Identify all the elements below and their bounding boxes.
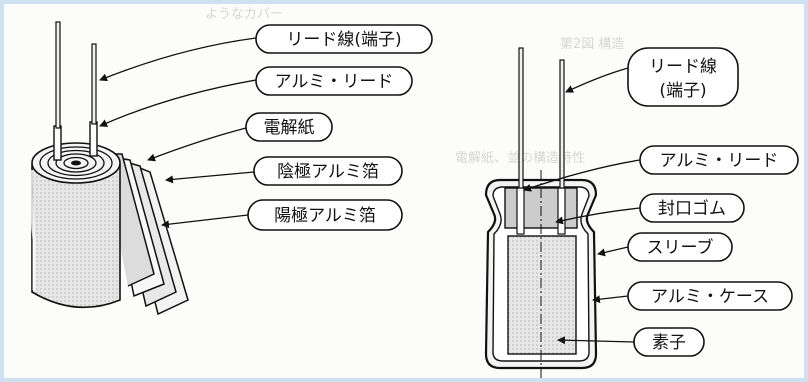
label-aluminum-case: アルミ・ケース — [627, 281, 793, 311]
aluminum-lead-tab-1 — [53, 125, 62, 161]
label-sleeve: スリーブ — [627, 232, 733, 262]
svg-text:封口ゴム: 封口ゴム — [658, 198, 726, 219]
ghost-text-mid: 第2図 構造 — [560, 37, 624, 52]
lead-wire-2 — [91, 43, 97, 125]
label-cathode-foil: 陰極アルミ箔 — [253, 156, 403, 186]
svg-text:スリーブ: スリーブ — [647, 237, 714, 258]
label-anode-foil: 陽極アルミ箔 — [247, 199, 403, 231]
aluminum-lead-tab-2 — [89, 121, 98, 157]
ghost-text-top: ようなカバー — [205, 7, 283, 22]
label-aluminum-lead-right: アルミ・リード — [639, 145, 799, 175]
svg-text:陽極アルミ箔: 陽極アルミ箔 — [274, 206, 376, 226]
lead-wire-right-1 — [518, 47, 524, 189]
svg-text:素子: 素子 — [652, 333, 686, 353]
svg-text:アルミ・リード: アルミ・リード — [660, 151, 779, 171]
element-block — [507, 235, 577, 355]
label-lead-wire-left: リード線(端子) — [255, 24, 433, 54]
roll-body — [31, 164, 121, 309]
svg-text:リード線(端子): リード線(端子) — [286, 30, 401, 50]
svg-text:陰極アルミ箔: 陰極アルミ箔 — [277, 162, 379, 182]
lead-wire-right-2 — [559, 59, 565, 189]
svg-text:リード線: リード線 — [649, 57, 717, 77]
label-element: 素子 — [633, 327, 705, 357]
svg-text:アルミ・リード: アルミ・リード — [275, 72, 394, 92]
label-lead-wire-right: リード線 (端子) — [627, 47, 739, 107]
svg-text:アルミ・ケース: アルミ・ケース — [651, 287, 769, 307]
lead-wire-1 — [55, 21, 61, 129]
capacitor-cross-section — [484, 47, 598, 378]
label-electrolytic-paper: 電解紙 — [245, 112, 333, 142]
label-aluminum-lead-left: アルミ・リード — [255, 66, 413, 96]
svg-text:(端子): (端子) — [659, 81, 706, 101]
svg-text:電解紙: 電解紙 — [264, 118, 315, 138]
label-sealing-rubber: 封口ゴム — [639, 193, 745, 223]
wound-element-illustration — [29, 21, 189, 316]
